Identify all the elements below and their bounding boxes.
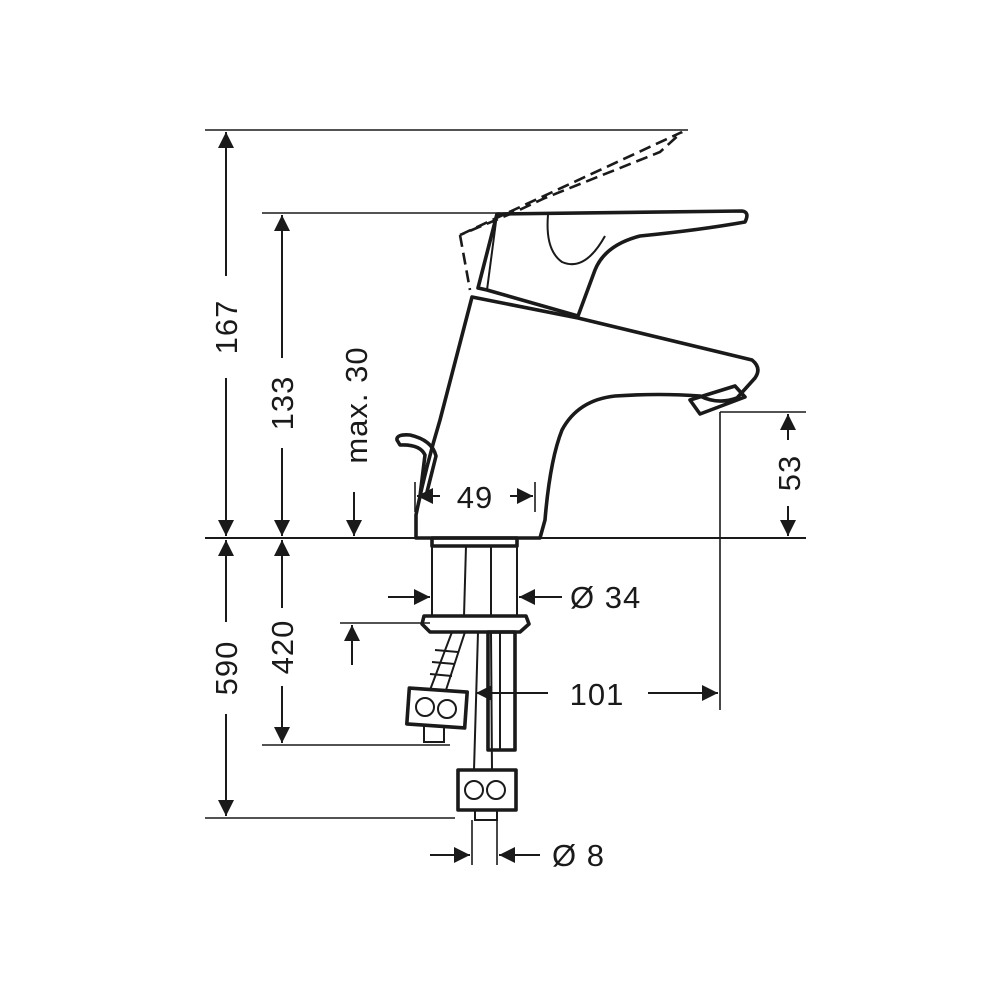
long-hose-tip: [474, 809, 498, 821]
short-hose-tip: [423, 725, 445, 743]
short-hose: [429, 631, 466, 691]
label-d34: Ø 34: [570, 580, 641, 615]
spout-body-outline: [414, 295, 760, 540]
shank-and-hoses: [405, 545, 531, 821]
connector-right-hole-b: [486, 780, 506, 800]
long-hose: [473, 631, 493, 771]
extension-lines: [205, 129, 806, 865]
label-53: 53: [772, 455, 807, 491]
aerator: [688, 384, 747, 416]
lever-curve-detail: [546, 214, 606, 266]
connector-left-hole-b: [437, 699, 457, 719]
lever-raised-side: [458, 234, 472, 291]
connector-right-hole-a: [464, 780, 484, 800]
lever-outline: [476, 209, 749, 318]
popup-rod: [395, 433, 438, 498]
body-cap-line: [471, 296, 579, 319]
connector-left-hole-a: [415, 697, 435, 717]
lever-raised-outline: [459, 130, 683, 237]
hose-in-shank-left: [463, 545, 467, 617]
label-133: 133: [265, 376, 300, 431]
label-167: 167: [209, 300, 244, 355]
label-49: 49: [457, 480, 493, 515]
base-ring: [430, 536, 519, 548]
mounting-nut: [420, 614, 531, 634]
lever-front-edge: [486, 213, 498, 291]
label-420: 420: [265, 620, 300, 675]
dimension-lines: [218, 132, 796, 863]
dimension-labels: 167 133 max. 30 49 53 Ø 34 590 420 101 Ø…: [209, 300, 807, 873]
label-101: 101: [570, 677, 625, 712]
label-590: 590: [209, 641, 244, 696]
label-max-30: max. 30: [339, 346, 374, 463]
label-d8: Ø 8: [552, 838, 605, 873]
short-hose-braid: [429, 649, 459, 677]
faucet-body: [395, 130, 760, 548]
